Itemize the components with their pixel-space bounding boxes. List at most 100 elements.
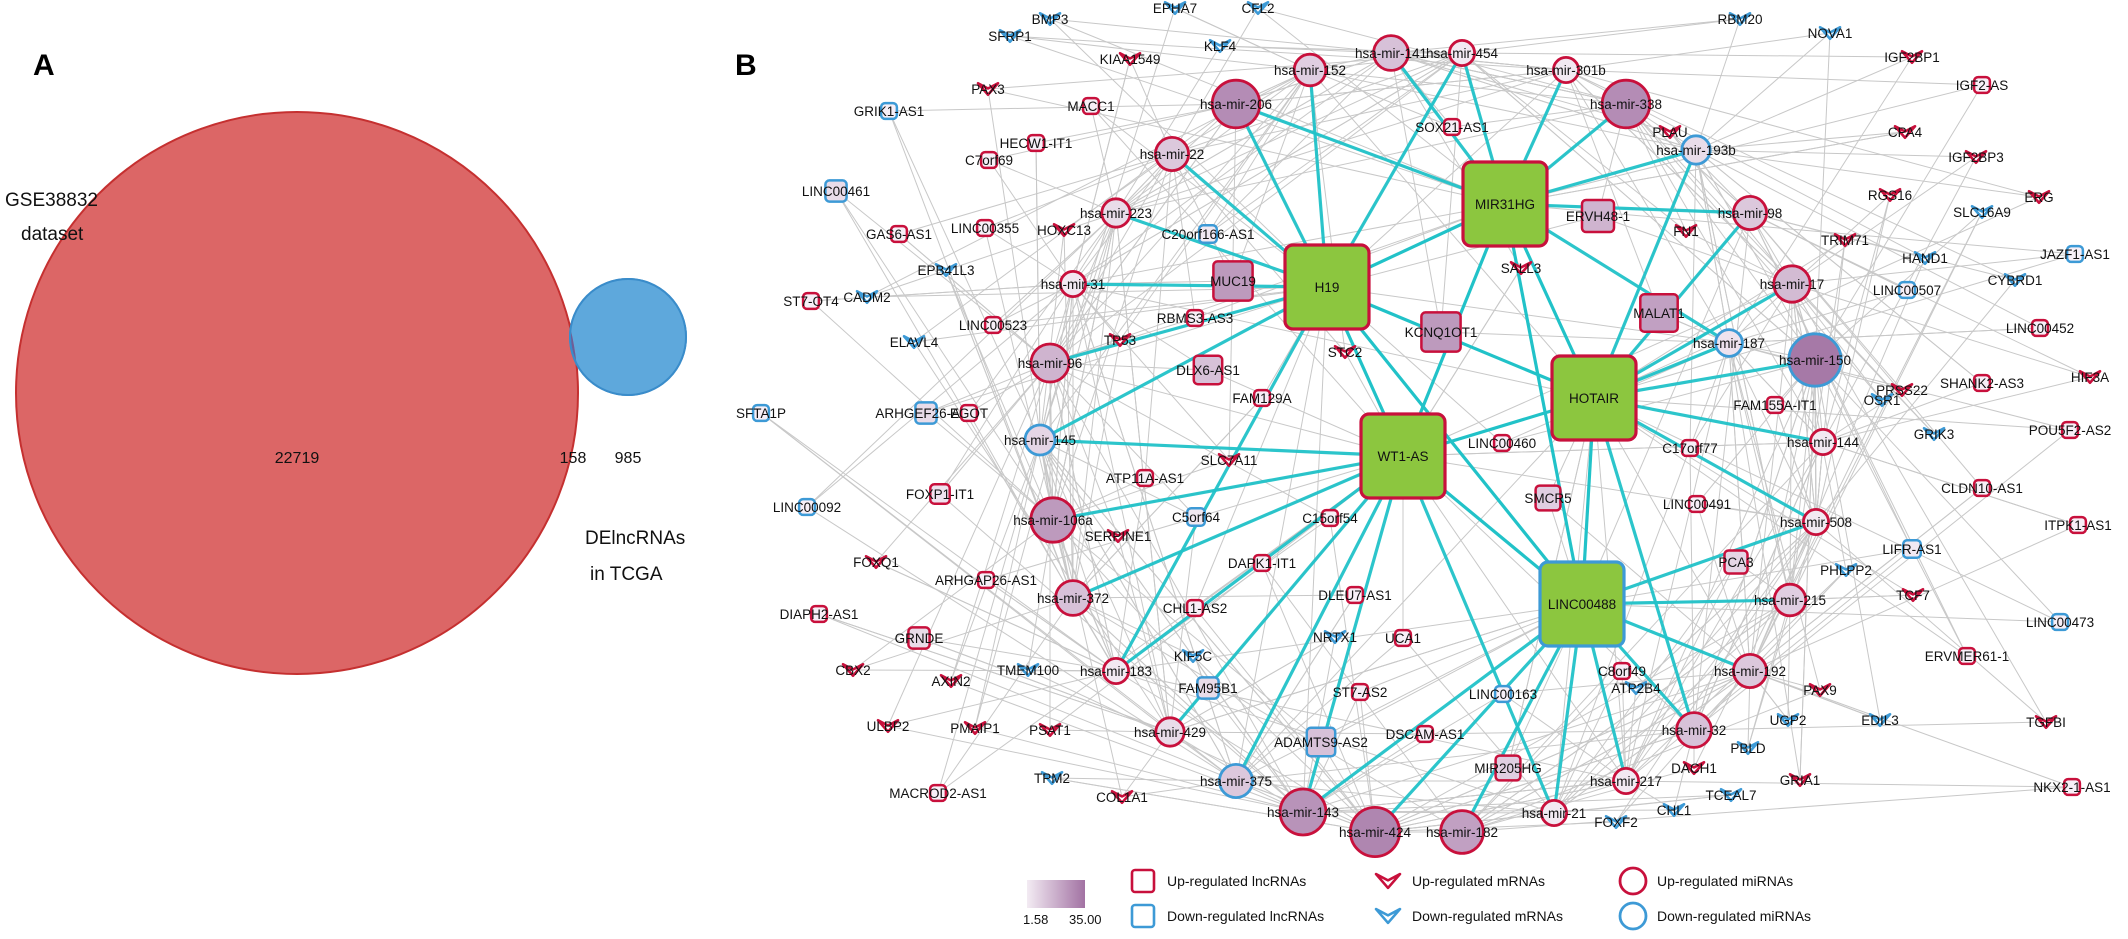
node-plau[interactable]: PLAU <box>1652 124 1688 140</box>
node-cldn10-as1[interactable]: CLDN10-AS1 <box>1941 478 2023 498</box>
node-hsa-mir-215[interactable]: hsa-mir-215 <box>1754 582 1826 618</box>
node-hoxc13[interactable]: HOXC13 <box>1037 222 1091 238</box>
node-axin2[interactable]: AXIN2 <box>931 673 971 689</box>
node-tceal7[interactable]: TCEAL7 <box>1705 787 1757 803</box>
node-pax3[interactable]: PAX3 <box>971 81 1005 97</box>
node-linc00488[interactable]: LINC00488 <box>1538 560 1626 648</box>
node-foxp1-it1[interactable]: FOXP1-IT1 <box>906 483 974 505</box>
node-pax9[interactable]: PAX9 <box>1803 682 1837 698</box>
node-hsa-mir-192[interactable]: hsa-mir-192 <box>1714 653 1786 690</box>
node-chl1[interactable]: CHL1 <box>1657 802 1692 818</box>
node-nkx2-1-as1[interactable]: NKX2-1-AS1 <box>2033 777 2111 797</box>
node-hsa-mir-106a[interactable]: hsa-mir-106a <box>1013 496 1093 544</box>
node-rgs16[interactable]: RGS16 <box>1868 187 1912 203</box>
node-fam95b1[interactable]: FAM95B1 <box>1178 676 1238 700</box>
node-hsa-mir-183[interactable]: hsa-mir-183 <box>1080 657 1152 686</box>
node-hif3a[interactable]: HIF3A <box>2071 369 2109 385</box>
node-elavl4[interactable]: ELAVL4 <box>890 334 939 350</box>
node-klf4[interactable]: KLF4 <box>1204 38 1237 54</box>
node-c5orf64[interactable]: C5orf64 <box>1172 506 1221 528</box>
node-muc19[interactable]: MUC19 <box>1210 260 1256 302</box>
node-slc16a9[interactable]: SLC16A9 <box>1953 204 2011 220</box>
node-foxf2[interactable]: FOXF2 <box>1594 814 1638 830</box>
node-cfl2[interactable]: CFL2 <box>1241 0 1275 16</box>
node-adamts9-as2[interactable]: ADAMTS9-AS2 <box>1274 726 1368 758</box>
node-diaph2-as1[interactable]: DIAPH2-AS1 <box>780 604 859 624</box>
node-sfrp1[interactable]: SFRP1 <box>988 28 1032 44</box>
node-igf2bp3[interactable]: IGF2BP3 <box>1948 149 2004 165</box>
node-hsa-mir-182[interactable]: hsa-mir-182 <box>1426 809 1498 855</box>
node-cbx2[interactable]: CBX2 <box>835 662 871 678</box>
node-hsa-mir-217[interactable]: hsa-mir-217 <box>1590 767 1662 796</box>
node-kiaa1549[interactable]: KIAA1549 <box>1100 51 1161 67</box>
node-ervh48-1[interactable]: ERVH48-1 <box>1566 198 1630 234</box>
node-hsa-mir-144[interactable]: hsa-mir-144 <box>1787 427 1860 456</box>
node-kcnq1ot1[interactable]: KCNQ1OT1 <box>1405 311 1478 353</box>
node-sfta1p[interactable]: SFTA1P <box>736 403 786 423</box>
node-linc00452[interactable]: LINC00452 <box>2006 318 2074 338</box>
node-dapk1-it1[interactable]: DAPK1-IT1 <box>1228 553 1296 573</box>
node-hotair[interactable]: HOTAIR <box>1550 354 1638 442</box>
node-c7orf69[interactable]: C7orf69 <box>965 150 1013 170</box>
node-phlpp2[interactable]: PHLPP2 <box>1820 562 1872 578</box>
node-linc00473[interactable]: LINC00473 <box>2026 612 2094 632</box>
node-tcf7[interactable]: TCF7 <box>1896 587 1930 603</box>
node-grnde[interactable]: GRNDE <box>895 626 944 650</box>
node-ervmer61-1[interactable]: ERVMER61-1 <box>1925 646 2010 666</box>
node-st7-ot4[interactable]: ST7-OT4 <box>783 291 839 311</box>
node-nova1[interactable]: NOVA1 <box>1808 25 1853 41</box>
node-lifr-as1[interactable]: LIFR-AS1 <box>1882 538 1942 560</box>
node-st7-as2[interactable]: ST7-AS2 <box>1333 682 1388 702</box>
node-col1a1[interactable]: COL1A1 <box>1096 789 1148 805</box>
node-osr1[interactable]: OSR1 <box>1864 392 1901 408</box>
node-itpk1-as1[interactable]: ITPK1-AS1 <box>2044 515 2112 535</box>
node-linc00163[interactable]: LINC00163 <box>1469 684 1537 704</box>
node-dach1[interactable]: DACH1 <box>1671 760 1717 776</box>
node-macc1[interactable]: MACC1 <box>1067 96 1115 116</box>
node-c20orf166-as1[interactable]: C20orf166-AS1 <box>1161 223 1255 245</box>
node-mir205hg[interactable]: MIR205HG <box>1474 754 1542 782</box>
node-dleu7-as1[interactable]: DLEU7-AS1 <box>1318 585 1392 605</box>
node-hsa-mir-375[interactable]: hsa-mir-375 <box>1200 763 1272 800</box>
node-c17orf77[interactable]: C17orf77 <box>1662 438 1718 458</box>
node-erg[interactable]: ERG <box>2024 189 2054 205</box>
node-pou5f2-as2[interactable]: POU5F2-AS2 <box>2029 420 2112 440</box>
node-atp11a-as1[interactable]: ATP11A-AS1 <box>1106 468 1184 488</box>
node-hsa-mir-338[interactable]: hsa-mir-338 <box>1590 78 1662 130</box>
node-atp2b4[interactable]: ATP2B4 <box>1611 680 1661 696</box>
node-fam155a-it1[interactable]: FAM155A-IT1 <box>1733 395 1817 415</box>
node-ugp2[interactable]: UGP2 <box>1770 712 1807 728</box>
node-sox21-as1[interactable]: SOX21-AS1 <box>1415 117 1489 137</box>
node-sall3[interactable]: SALL3 <box>1501 260 1542 276</box>
node-egot[interactable]: EGOT <box>950 403 988 423</box>
node-h19[interactable]: H19 <box>1283 243 1371 331</box>
node-pmaip1[interactable]: PMAIP1 <box>950 720 1000 736</box>
node-kif5c[interactable]: KIF5C <box>1174 648 1213 664</box>
node-dlx6-as1[interactable]: DLX6-AS1 <box>1176 354 1240 386</box>
node-pca3[interactable]: PCA3 <box>1718 549 1754 575</box>
node-shank2-as3[interactable]: SHANK2-AS3 <box>1940 373 2024 393</box>
node-linc00092[interactable]: LINC00092 <box>773 497 841 517</box>
node-uca1[interactable]: UCA1 <box>1385 628 1421 648</box>
node-hsa-mir-429[interactable]: hsa-mir-429 <box>1134 716 1206 748</box>
node-hsa-mir-17[interactable]: hsa-mir-17 <box>1760 264 1825 304</box>
node-serpine1[interactable]: SERPINE1 <box>1085 528 1152 544</box>
node-linc00507[interactable]: LINC00507 <box>1873 280 1941 300</box>
node-c8orf49[interactable]: C8orf49 <box>1598 661 1646 681</box>
node-prss22[interactable]: PRSS22 <box>1876 382 1928 398</box>
node-hecw1-it1[interactable]: HECW1-IT1 <box>1000 133 1073 153</box>
node-cybrd1[interactable]: CYBRD1 <box>1988 272 2043 288</box>
node-hsa-mir-223[interactable]: hsa-mir-223 <box>1080 197 1152 229</box>
node-hsa-mir-98[interactable]: hsa-mir-98 <box>1718 194 1783 231</box>
node-tgfbi[interactable]: TGFBI <box>2026 714 2066 730</box>
node-tmem100[interactable]: TMEM100 <box>997 662 1059 678</box>
node-hsa-mir-508[interactable]: hsa-mir-508 <box>1780 507 1852 536</box>
node-fam129a[interactable]: FAM129A <box>1232 388 1292 408</box>
node-psat1[interactable]: PSAT1 <box>1029 722 1071 738</box>
node-hsa-mir-150[interactable]: hsa-mir-150 <box>1779 332 1851 388</box>
node-macrod2-as1[interactable]: MACROD2-AS1 <box>889 783 987 803</box>
node-wt1-as[interactable]: WT1-AS <box>1359 412 1447 500</box>
node-grik3[interactable]: GRIK3 <box>1914 426 1955 442</box>
node-fn1[interactable]: FN1 <box>1673 223 1699 239</box>
node-ulbp2[interactable]: ULBP2 <box>867 718 910 734</box>
